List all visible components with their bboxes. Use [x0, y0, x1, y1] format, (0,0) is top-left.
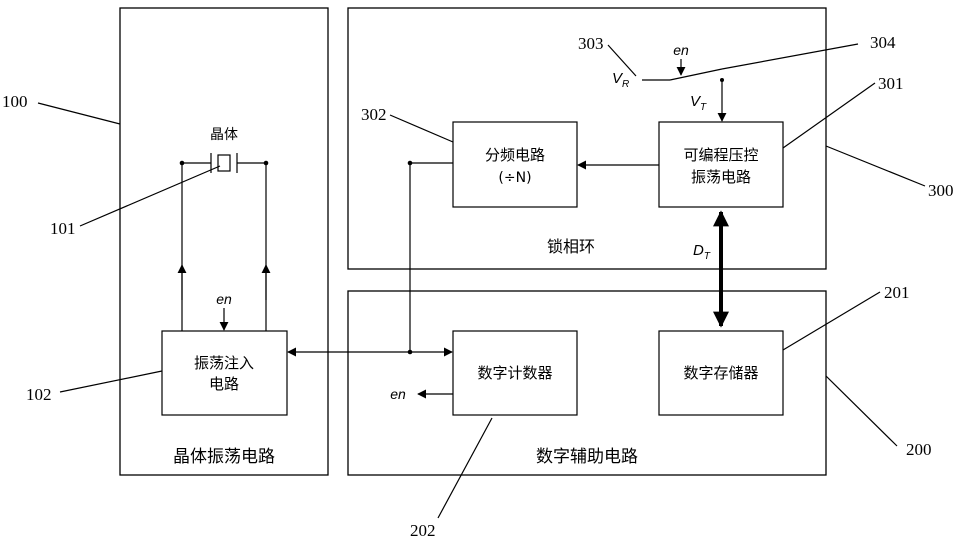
crystal-oscillator-block: [120, 8, 328, 475]
en-label-injection: en: [216, 291, 232, 307]
divider-label-line1: 分频电路: [485, 146, 545, 164]
crystal-loop-wire-right: [237, 163, 266, 331]
ref-102: 102: [26, 385, 52, 404]
ref-100: 100: [2, 92, 28, 111]
crystal-symbol-icon: [211, 153, 237, 173]
ref-202: 202: [410, 521, 436, 540]
ref-304: 304: [870, 33, 896, 52]
pll-title: 锁相环: [547, 237, 595, 256]
vt-label: VT: [690, 93, 707, 113]
ref-200: 200: [906, 440, 932, 459]
injection-label-line2: 电路: [209, 375, 239, 393]
divider-label-line2: (÷N): [498, 170, 531, 186]
en-label-switch: en: [673, 42, 689, 58]
ref-201: 201: [884, 283, 910, 302]
ref-302: 302: [361, 105, 387, 124]
divider-box: [453, 122, 577, 207]
ref-300: 300: [928, 181, 954, 200]
ref-301: 301: [878, 74, 904, 93]
crystal-loop-wire: [182, 163, 211, 331]
junction-dot: [180, 161, 185, 166]
switch-blade: [670, 69, 722, 80]
injection-circuit-box: [162, 331, 287, 415]
ref-101: 101: [50, 219, 76, 238]
injection-label-line1: 振荡注入: [194, 354, 254, 372]
ref-303: 303: [578, 34, 604, 53]
junction-dot: [264, 161, 269, 166]
vco-box: [659, 122, 783, 207]
crystal-osc-title: 晶体振荡电路: [173, 447, 275, 467]
crystal-label: 晶体: [210, 127, 238, 143]
divider-output-wire: [410, 163, 453, 352]
vr-label: VR: [612, 70, 629, 90]
leader-lines: [38, 44, 925, 518]
en-label-counter: en: [390, 386, 406, 402]
vco-label-line1: 可编程压控: [683, 146, 758, 164]
digital-aux-title: 数字辅助电路: [536, 447, 638, 467]
vco-label-line2: 振荡电路: [691, 168, 751, 186]
dt-label: DT: [693, 242, 711, 262]
junction-dot: [408, 161, 413, 166]
memory-label: 数字存储器: [683, 364, 758, 382]
counter-label: 数字计数器: [477, 364, 552, 382]
